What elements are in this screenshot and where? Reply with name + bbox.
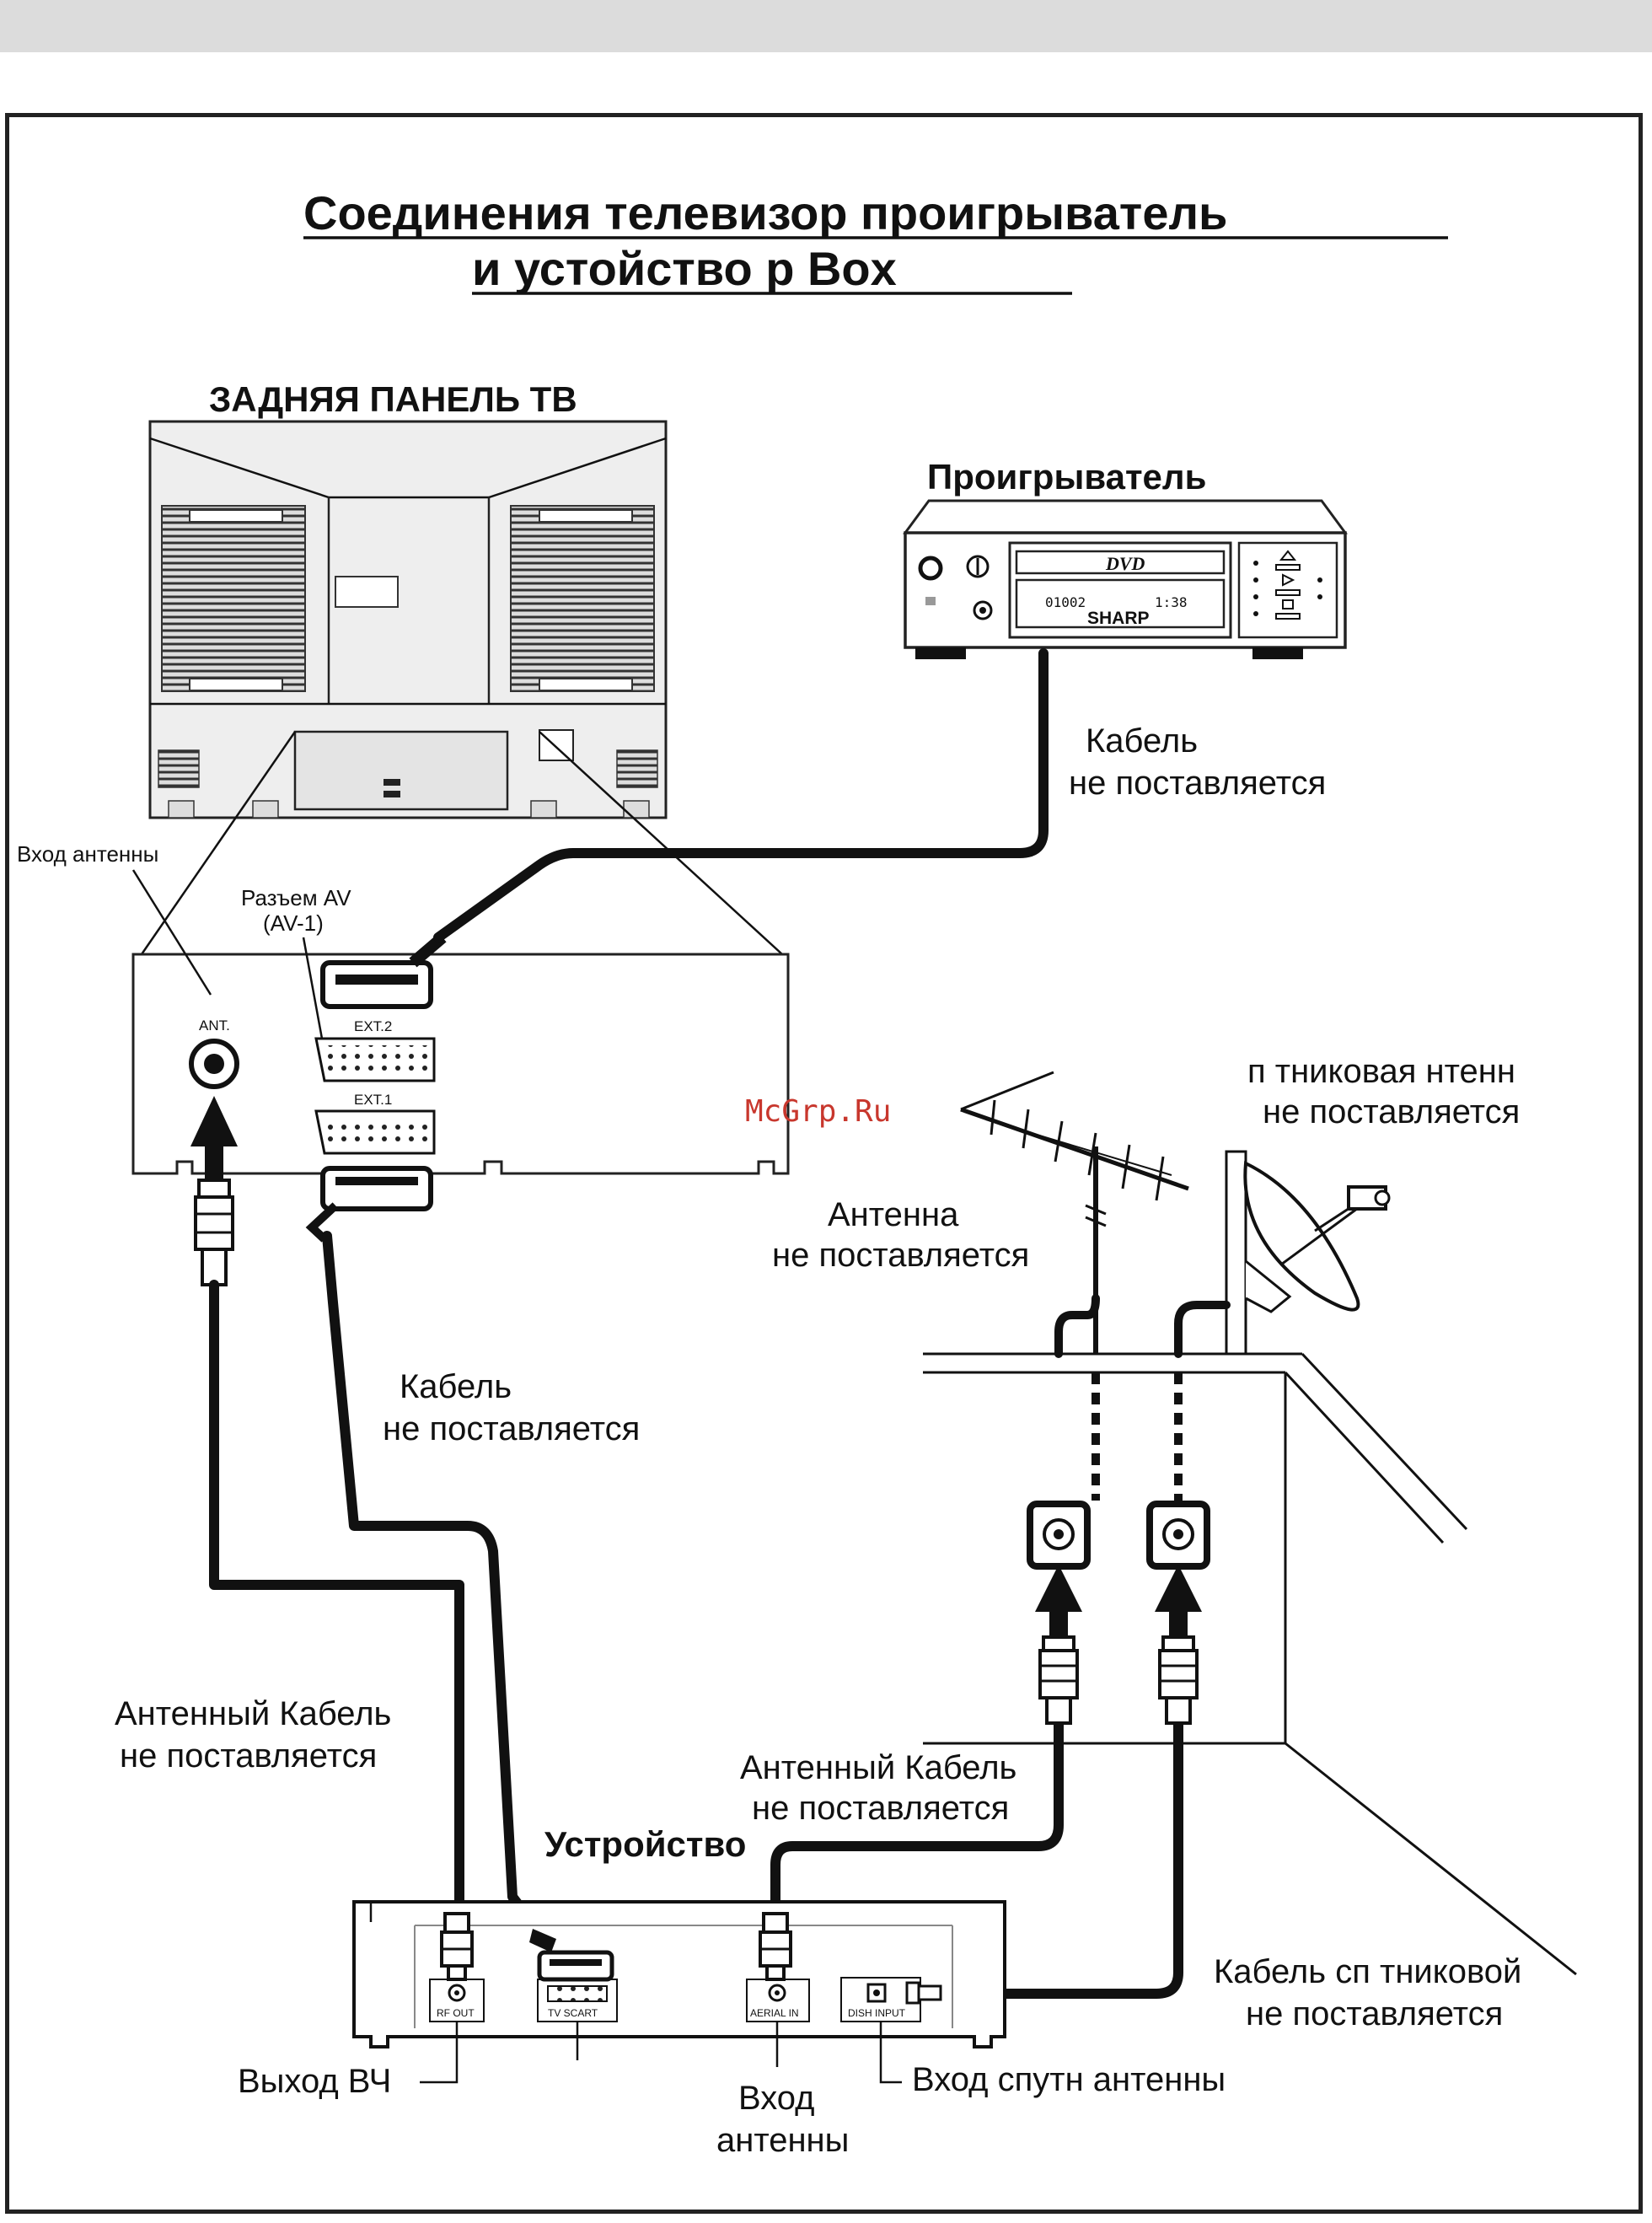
wall-socket-aerial[interactable] [1027,1501,1091,1570]
arrow-into-ant [190,1096,238,1146]
aerial-label-2: не поставляется [772,1237,1029,1274]
coax-plug-aerial-wall [1038,1635,1079,1725]
port-rf-out[interactable] [429,1979,485,2022]
title-line-1: Соединения телевизор проигрыватель [303,186,1227,239]
coax-plug-aerial-in [759,1912,792,1981]
tv-panel-title: ЗАДНЯЯ ПАНЕЛЬ ТВ [209,379,577,419]
ant-socket [189,1039,239,1089]
port-aerial-in-label: AERIAL IN [750,2007,799,2019]
av-socket-label-2: (AV-1) [263,910,324,936]
sat-cable-label-2: не поставляется [1246,1995,1503,2032]
av-socket-label-1: Разъем AV [241,885,351,910]
watermark: McGrp.Ru [745,1094,891,1129]
antenna-cable-right-label-2: не поставляется [752,1790,1009,1827]
scart-cable-label-1: Кабель [400,1368,512,1405]
antenna-cable-right-label-1: Антенный Кабель [740,1749,1016,1786]
port-dish-input-label: DISH INPUT [848,2007,906,2019]
dvd-brand: SHARP [1087,609,1150,628]
tv-connector-panel [131,953,790,1175]
scart-plug-box [529,1929,614,1982]
ext1-label: EXT.1 [354,1092,392,1108]
scart-socket-ext1[interactable] [314,1109,436,1155]
dish-input-label: Вход спутн антенны [912,2061,1226,2098]
port-rf-out-label: RF OUT [437,2007,475,2019]
rf-out-leader [420,2022,459,2084]
dish-label-1: п тниковая нтенн [1247,1053,1515,1090]
roof-and-wall [923,1352,1577,1976]
top-gray-bar [0,0,1652,52]
av-socket-leader [302,937,324,1039]
title-line-2: и устойство р Box [472,242,897,295]
dvd-display-right: 1:38 [1155,594,1188,610]
antenna-input-label: Вход антенны [17,841,158,867]
satellite-dish [1174,1150,1391,1358]
cables [209,648,1183,1999]
page-frame [5,113,1643,2214]
dvd-logo: DVD [1105,553,1145,574]
scart-cable-label-2: не поставляется [383,1410,640,1447]
scart-socket-ext2[interactable] [314,1037,436,1082]
antenna-cable-left-label-2: не поставляется [120,1737,377,1775]
coax-plug-rf-out [440,1912,474,1981]
aerial-in-label-2: антенны [716,2122,849,2159]
coax-plug-ant [194,1179,234,1286]
page-title: Соединения телевизор проигрыватель и уст… [303,186,1448,295]
aerial-label-1: Антенна [828,1196,959,1233]
player-cable-label-2: не поставляется [1069,765,1326,802]
f-plug-dish-input [905,1981,942,2005]
player-title: Проигрыватель [927,457,1206,497]
ant-port-label: ANT. [199,1018,230,1034]
wall-socket-dish[interactable] [1146,1501,1210,1570]
zoom-line-right [539,731,783,955]
rf-out-label: Выход ВЧ [238,2063,391,2100]
port-tv-scart-label: TV SCART [548,2007,598,2019]
tv-rear-drawing [148,420,668,819]
antenna-input-leader [131,869,212,996]
arrow-aerial-socket [1035,1565,1082,1612]
aerial-antenna [960,1071,1189,1358]
dvd-display-left: 01002 [1045,594,1086,610]
box-title: Устройство [544,1824,746,1864]
antenna-cable-left-label-1: Антенный Кабель [115,1695,391,1732]
dish-label-2: не поставляется [1263,1093,1520,1130]
aerial-in-label-1: Вход [738,2080,815,2117]
zoom-line-left [140,731,297,955]
scart-plug-bottom [305,1166,433,1243]
dish-input-leader [879,2022,902,2084]
ext2-label: EXT.2 [354,1018,392,1034]
port-tv-scart[interactable] [537,1979,618,2022]
arrow-dish-socket [1155,1565,1202,1612]
sat-cable-label-1: Кабель сп тниковой [1214,1953,1521,1990]
player-cable-label-1: Кабель [1086,722,1198,760]
scart-plug-top [320,932,447,1009]
coax-plug-dish-wall [1158,1635,1199,1725]
dvd-player-drawing [903,499,1348,659]
